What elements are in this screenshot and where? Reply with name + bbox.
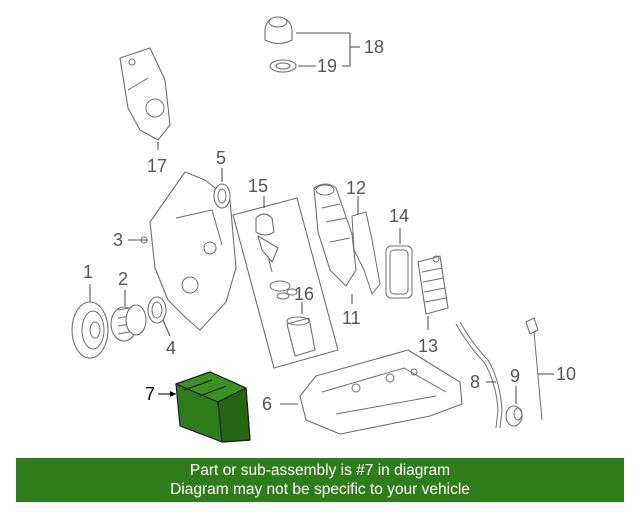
callout-18: 18 bbox=[364, 37, 384, 57]
part-info-banner: Part or sub-assembly is #7 in diagram Di… bbox=[16, 458, 624, 502]
cooler-gasket-part bbox=[385, 245, 413, 299]
callout-7: 7 bbox=[145, 384, 155, 404]
callout-3: 3 bbox=[113, 230, 123, 250]
banner-line-2: Diagram may not be specific to your vehi… bbox=[170, 481, 470, 498]
callout-12: 12 bbox=[346, 178, 366, 198]
callout-5: 5 bbox=[216, 148, 226, 168]
callout-17: 17 bbox=[147, 156, 167, 176]
callout-14: 14 bbox=[389, 206, 409, 226]
crankshaft-pulley-part bbox=[71, 301, 109, 359]
banner-line-1: Part or sub-assembly is #7 in diagram bbox=[189, 462, 451, 479]
seal-ring-part bbox=[269, 59, 297, 73]
callout-13: 13 bbox=[418, 336, 438, 356]
housing-gasket-part bbox=[351, 211, 381, 296]
callout-15: 15 bbox=[248, 176, 268, 196]
callout-6: 6 bbox=[262, 394, 272, 414]
oil-filler-cap-part bbox=[264, 16, 293, 45]
callout-16: 16 bbox=[294, 284, 314, 304]
parts-diagram: 18 19 17 3 5 1 2 bbox=[71, 16, 576, 443]
dipstick-part bbox=[525, 317, 543, 421]
callout-4: 4 bbox=[166, 338, 176, 358]
filter-housing-part bbox=[313, 183, 357, 287]
lower-oil-pan-highlighted-part bbox=[175, 371, 251, 443]
callout-11: 11 bbox=[342, 308, 361, 328]
callout-1: 1 bbox=[83, 262, 93, 282]
dipstick-tube-part bbox=[455, 321, 503, 429]
oil-cooler-part bbox=[417, 255, 449, 315]
oil-filter-kit-box bbox=[232, 197, 339, 369]
oil-filter-element-part bbox=[286, 316, 316, 357]
callout-9: 9 bbox=[510, 366, 520, 386]
callout-19: 19 bbox=[317, 56, 337, 76]
seal-ring-upper-part bbox=[213, 183, 231, 209]
drain-plug-part bbox=[505, 405, 523, 427]
cover-plate-part bbox=[119, 47, 171, 141]
vibration-damper-part bbox=[110, 304, 147, 342]
callout-10: 10 bbox=[556, 364, 576, 384]
callout-8: 8 bbox=[470, 372, 480, 392]
front-seal-part bbox=[147, 296, 167, 324]
timing-cover-part bbox=[149, 171, 237, 331]
upper-oil-pan-part bbox=[299, 349, 463, 435]
callout-2: 2 bbox=[118, 269, 128, 289]
